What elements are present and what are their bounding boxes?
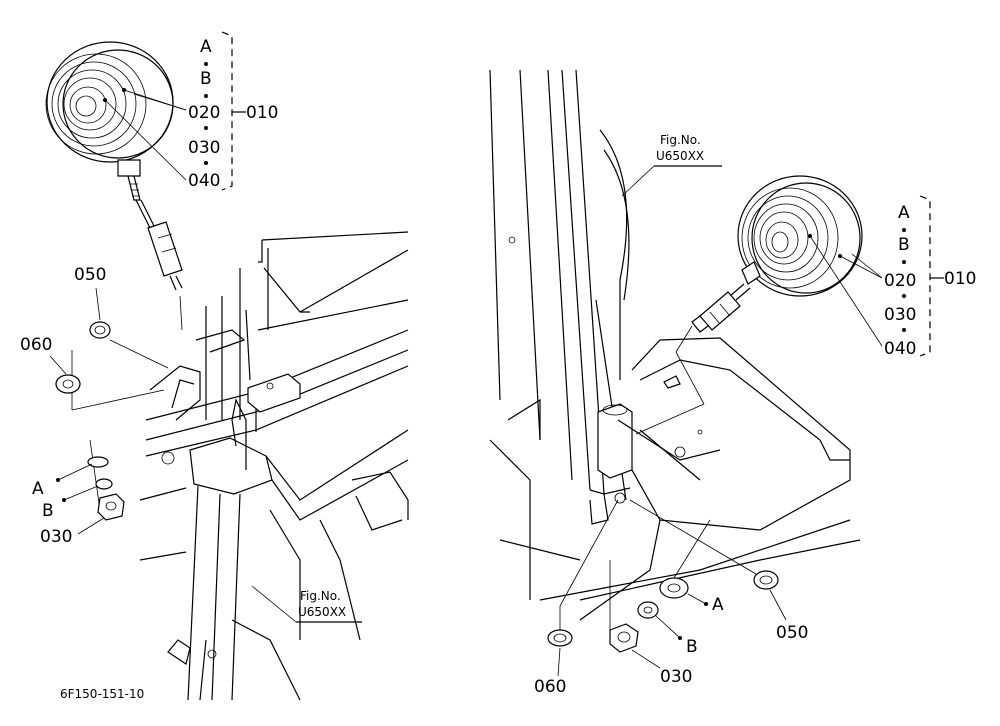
right-group-bracket (919, 195, 931, 357)
right-lamp-callouts: A B 020 030 040 010 (808, 195, 976, 359)
right-frame (489, 69, 861, 621)
left-label-050: 050 (74, 265, 106, 285)
right-label-020: 020 (884, 271, 916, 291)
right-label-060: 060 (534, 677, 566, 697)
right-label-010: 010 (944, 269, 976, 289)
left-label-washer-B: B (42, 501, 54, 521)
left-label-060: 060 (20, 335, 52, 355)
left-fig-code: U650XX (298, 605, 346, 619)
left-hardware: 050 060 A B 030 (20, 265, 125, 547)
left-label-nut-030: 030 (40, 527, 72, 547)
left-label-030: 030 (188, 138, 220, 158)
right-label-030: 030 (884, 305, 916, 325)
left-fig-no: Fig.No. (300, 589, 341, 603)
right-hardware: 050 A B 030 060 (534, 499, 808, 697)
left-label-040: 040 (188, 171, 220, 191)
right-label-040: 040 (884, 339, 916, 359)
right-label-A: A (898, 203, 910, 223)
left-lamp-callouts: A B 020 030 040 010 (103, 31, 278, 191)
right-fig-reference: Fig.No. U650XX (621, 133, 722, 197)
left-label-A: A (200, 37, 212, 57)
left-label-B: B (200, 69, 212, 89)
left-label-010: 010 (246, 103, 278, 123)
left-frame (71, 231, 409, 701)
right-assembly: A B 020 030 040 010 Fig.No. U650XX (489, 69, 976, 697)
right-label-nut-030: 030 (660, 667, 692, 687)
right-label-washer-A: A (712, 595, 724, 615)
left-work-light-lamp (45, 41, 183, 291)
drawing-code: 6F150-151-10 (60, 687, 144, 701)
left-label-020: 020 (188, 103, 220, 123)
left-group-bracket (221, 31, 233, 191)
left-label-washer-A: A (32, 479, 44, 499)
right-label-B: B (898, 235, 910, 255)
right-fig-no: Fig.No. (660, 133, 701, 147)
right-fig-code: U650XX (656, 149, 704, 163)
left-assembly: A B 020 030 040 010 (20, 31, 409, 701)
right-work-light-lamp (635, 175, 863, 435)
left-fig-reference: Fig.No. U650XX (251, 585, 362, 623)
right-label-washer-B: B (686, 637, 698, 657)
right-label-050: 050 (776, 623, 808, 643)
